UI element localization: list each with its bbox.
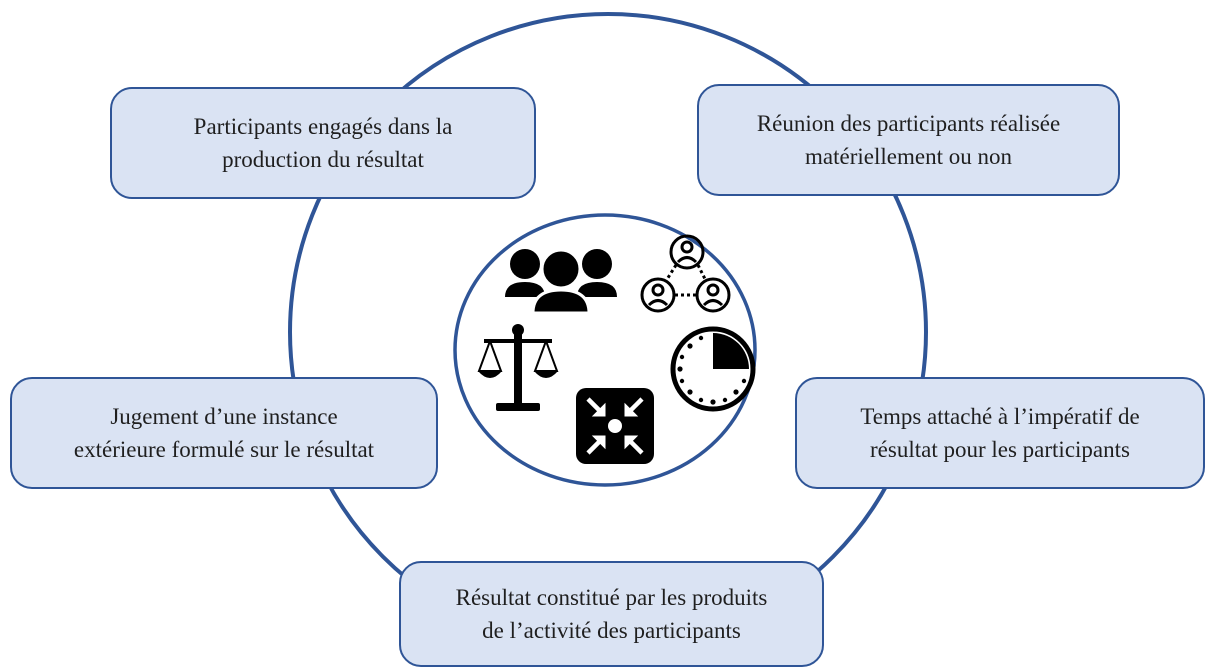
box-temps: Temps attaché à l’impératif de résultat … [795,377,1205,489]
box-reunion: Réunion des participants réalisée matéri… [697,84,1120,196]
timer-icon [670,326,756,412]
group-icon [505,248,617,315]
arrows-converge-icon [576,388,654,464]
box-participants-label: Participants engagés dans la production … [193,114,453,172]
box-participants: Participants engagés dans la production … [110,87,536,199]
box-temps-label: Temps attaché à l’impératif de résultat … [860,404,1140,462]
box-jugement: Jugement d’une instance extérieure formu… [10,377,438,489]
box-jugement-label: Jugement d’une instance extérieure formu… [73,404,375,462]
box-reunion-label: Réunion des participants réalisée matéri… [756,111,1061,169]
box-resultat-label: Résultat constitué par les produits de l… [455,585,768,643]
scales-icon [477,324,559,411]
box-resultat: Résultat constitué par les produits de l… [399,561,824,667]
network-people-icon [640,234,731,313]
